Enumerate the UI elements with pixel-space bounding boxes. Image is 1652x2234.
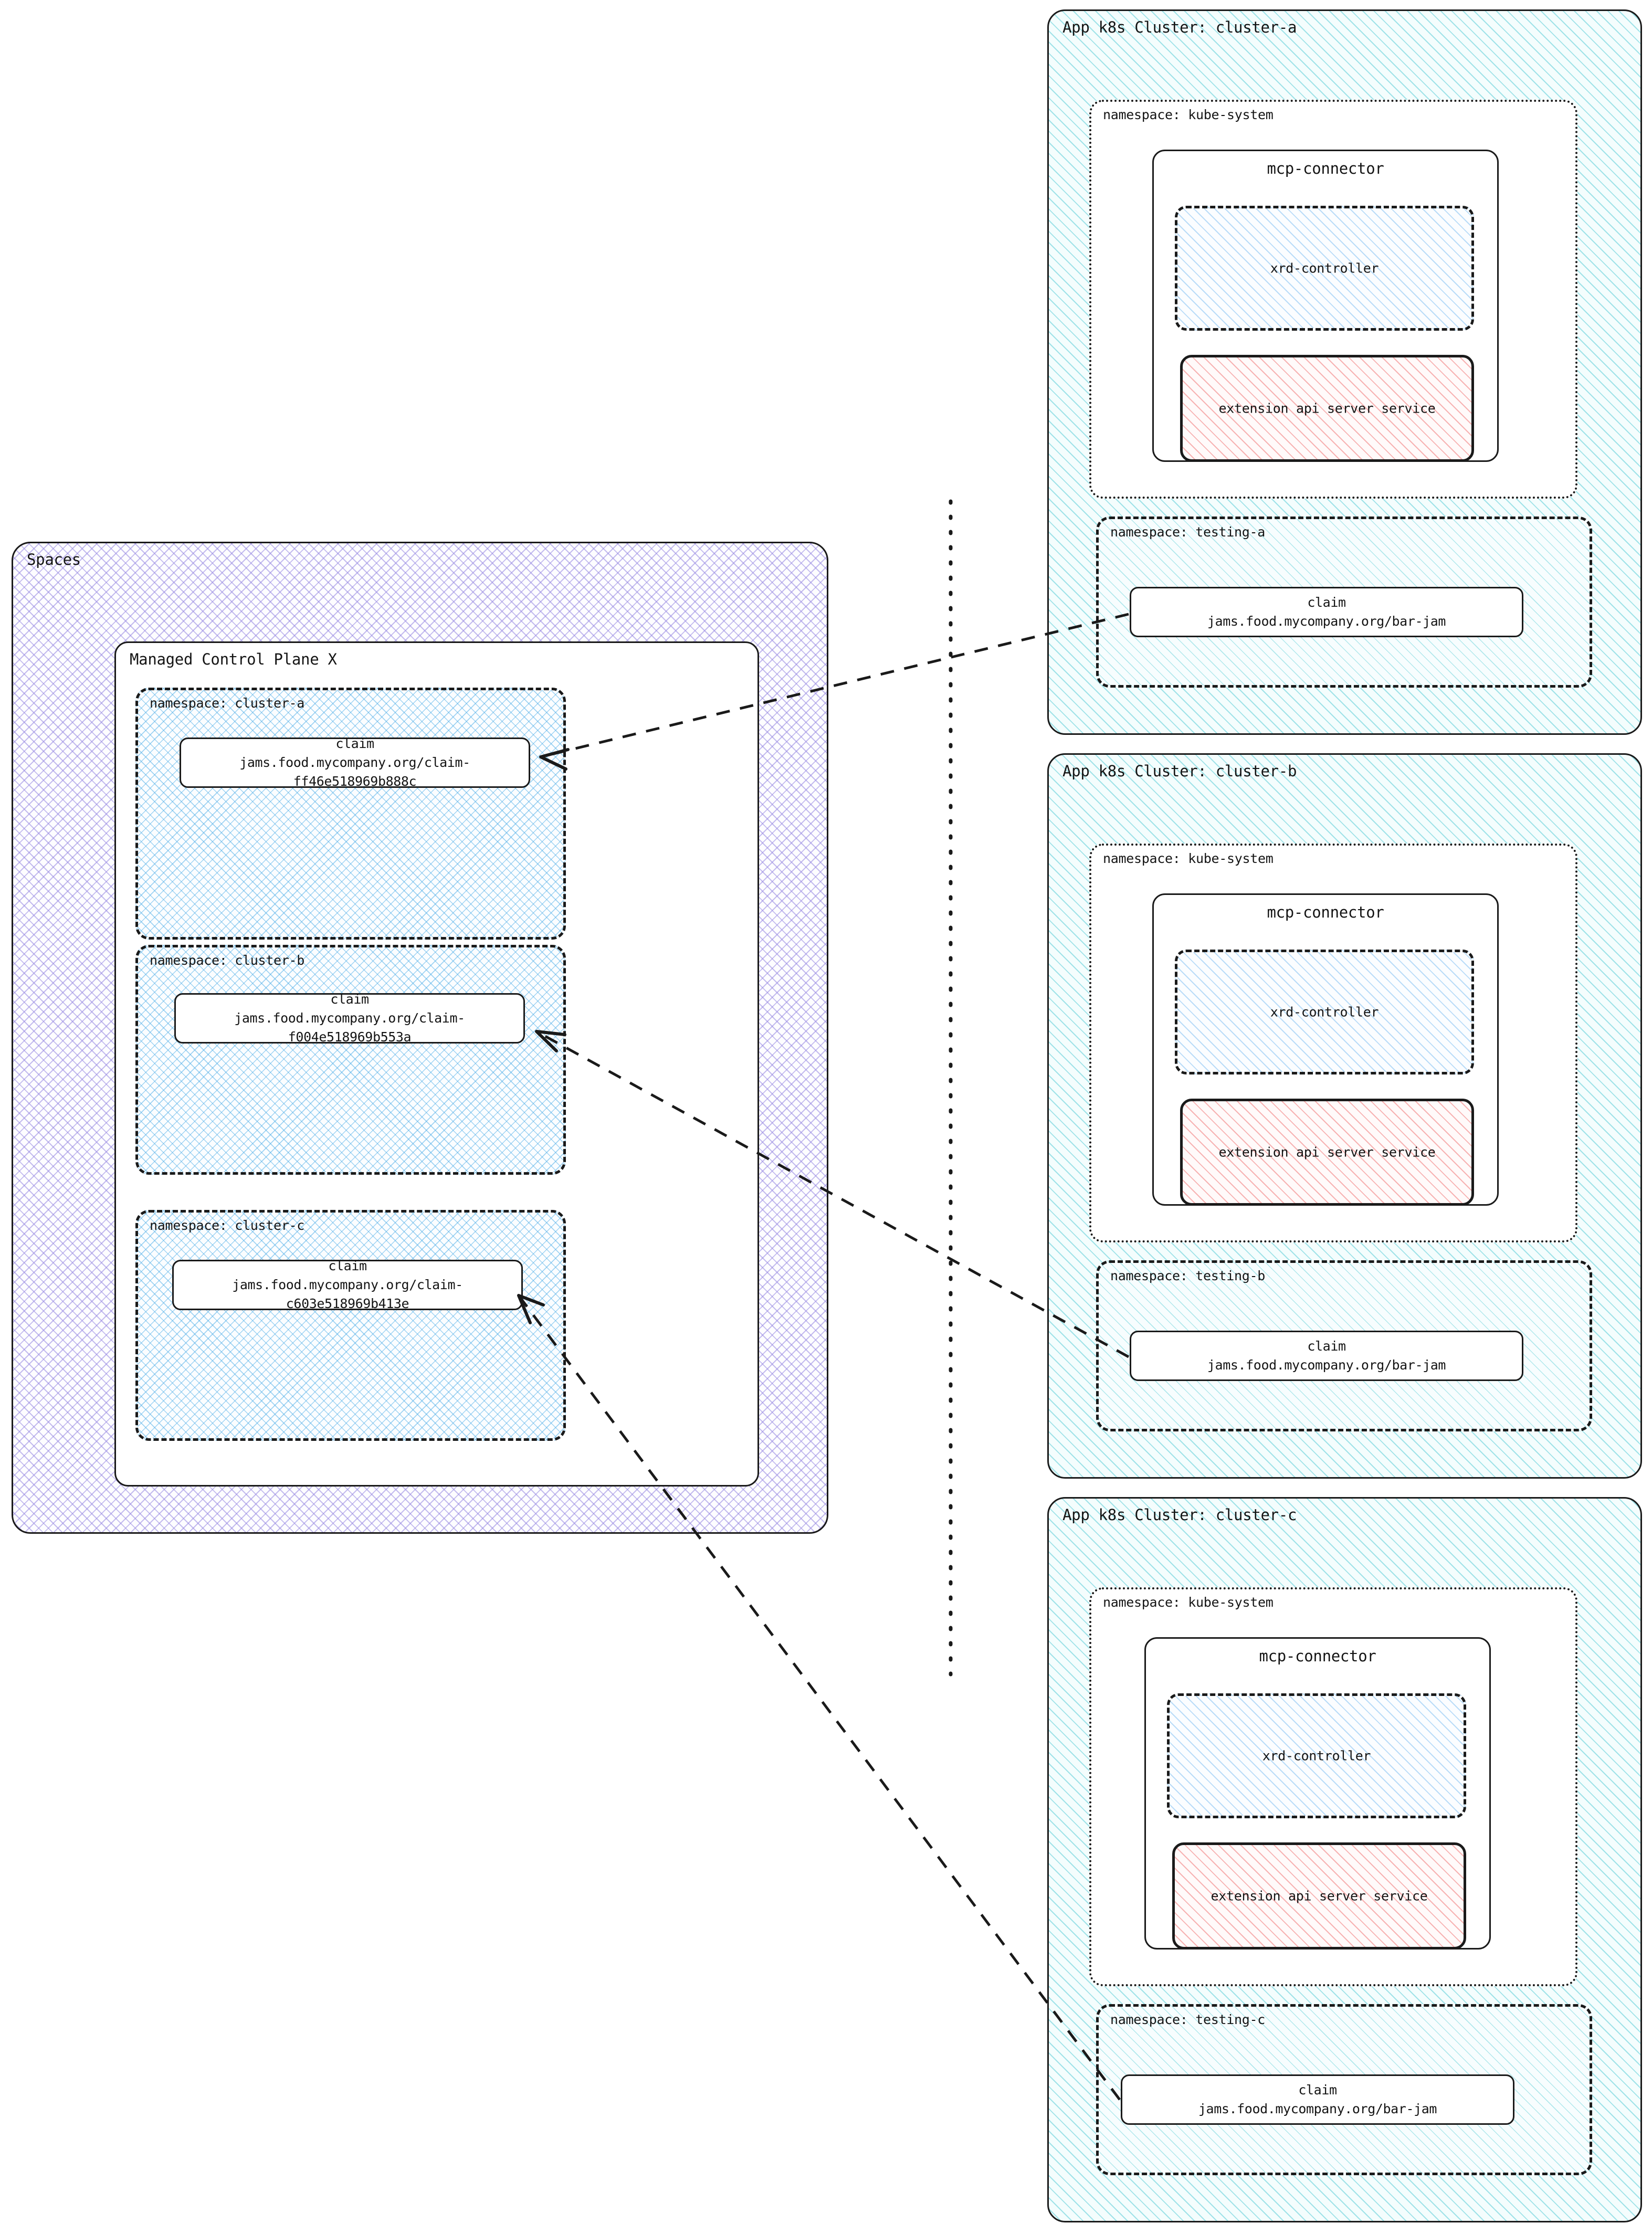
cluster-a-kube-system-label: namespace: kube-system	[1103, 107, 1274, 122]
cluster-c-xrd-controller: xrd-controller	[1167, 1693, 1466, 1818]
cluster-a-testing-label: namespace: testing-a	[1110, 524, 1266, 540]
cluster-a-testing-claim[interactable]: claim jams.food.mycompany.org/bar-jam	[1130, 587, 1523, 637]
namespace-cluster-a: namespace: cluster-a	[135, 688, 566, 940]
namespace-cluster-a-label: namespace: cluster-a	[150, 696, 305, 711]
cluster-a-testing-claim-text: claim jams.food.mycompany.org/bar-jam	[1207, 594, 1446, 629]
cluster-b-mcp-connector-title: mcp-connector	[1267, 903, 1384, 921]
cluster-b-xrd-controller-label: xrd-controller	[1270, 1004, 1379, 1020]
cluster-b-testing-claim-text: claim jams.food.mycompany.org/bar-jam	[1207, 1338, 1446, 1373]
cluster-c-mcp-connector-title: mcp-connector	[1259, 1647, 1376, 1665]
cluster-b-kube-system-label: namespace: kube-system	[1103, 851, 1274, 866]
managed-control-plane-title: Managed Control Plane X	[130, 650, 337, 668]
claim-cluster-a[interactable]: claim jams.food.mycompany.org/claim- ff4…	[180, 736, 530, 789]
namespace-cluster-b-label: namespace: cluster-b	[150, 953, 305, 968]
cluster-a-mcp-connector-title: mcp-connector	[1267, 160, 1384, 177]
cluster-a-extension-api-server-label: extension api server service	[1218, 401, 1436, 416]
cluster-c-testing-label: namespace: testing-c	[1110, 2012, 1266, 2027]
cluster-c-xrd-controller-label: xrd-controller	[1262, 1748, 1371, 1764]
cluster-c-testing-claim[interactable]: claim jams.food.mycompany.org/bar-jam	[1121, 2074, 1514, 2125]
cluster-a-title: App k8s Cluster: cluster-a	[1062, 18, 1297, 36]
cluster-c-testing-claim-text: claim jams.food.mycompany.org/bar-jam	[1198, 2082, 1437, 2116]
claim-cluster-b-text: claim jams.food.mycompany.org/claim- f00…	[234, 991, 465, 1045]
cluster-b-extension-api-server-label: extension api server service	[1218, 1144, 1436, 1160]
cluster-c-kube-system-label: namespace: kube-system	[1103, 1595, 1274, 1610]
cluster-b-testing-claim[interactable]: claim jams.food.mycompany.org/bar-jam	[1130, 1331, 1523, 1381]
cluster-a-xrd-controller: xrd-controller	[1175, 206, 1474, 331]
claim-cluster-b[interactable]: claim jams.food.mycompany.org/claim- f00…	[174, 991, 525, 1045]
namespace-cluster-b: namespace: cluster-b	[135, 945, 566, 1175]
cluster-a-xrd-controller-label: xrd-controller	[1270, 260, 1379, 276]
claim-cluster-c-text: claim jams.food.mycompany.org/claim- c60…	[232, 1258, 463, 1312]
cluster-a-extension-api-server: extension api server service	[1180, 355, 1474, 462]
claim-cluster-a-text: claim jams.food.mycompany.org/claim- ff4…	[239, 735, 470, 789]
spaces-title: Spaces	[27, 551, 81, 568]
cluster-b-xrd-controller: xrd-controller	[1175, 950, 1474, 1074]
cluster-b-title: App k8s Cluster: cluster-b	[1062, 762, 1297, 780]
namespace-cluster-c: namespace: cluster-c	[135, 1210, 566, 1441]
namespace-cluster-c-label: namespace: cluster-c	[150, 1218, 305, 1233]
cluster-b-extension-api-server: extension api server service	[1180, 1099, 1474, 1206]
cluster-c-extension-api-server: extension api server service	[1172, 1842, 1466, 1950]
claim-cluster-c[interactable]: claim jams.food.mycompany.org/claim- c60…	[172, 1258, 523, 1311]
cluster-c-title: App k8s Cluster: cluster-c	[1062, 1506, 1297, 1524]
cluster-c-extension-api-server-label: extension api server service	[1211, 1888, 1428, 1904]
cluster-b-testing-label: namespace: testing-b	[1110, 1268, 1266, 1283]
